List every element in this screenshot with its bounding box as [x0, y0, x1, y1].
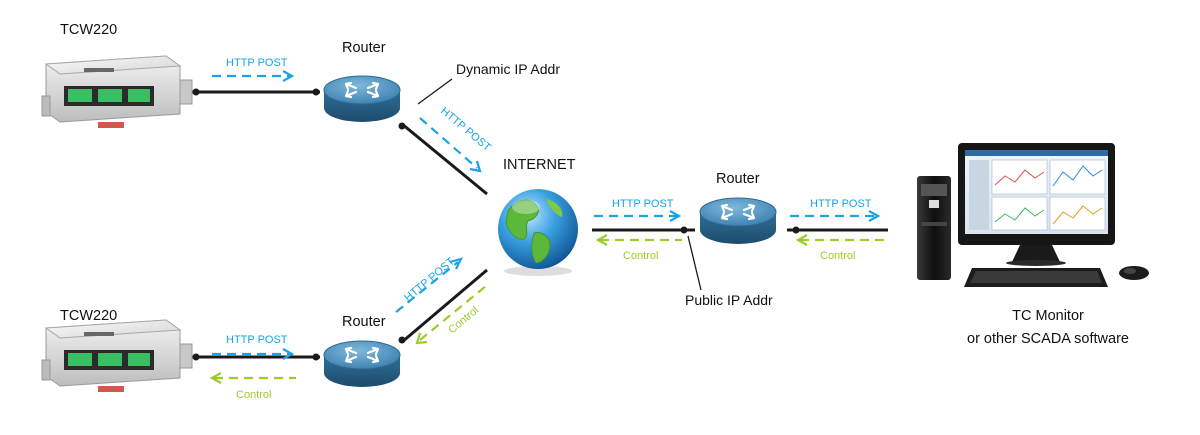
arrowhead [669, 210, 682, 222]
router-arrows-icon [344, 346, 380, 364]
device-label-bottom: TCW220 [60, 308, 117, 324]
arrowhead [282, 348, 295, 360]
http-post-label: HTTP POST [226, 334, 288, 346]
router-right [699, 197, 777, 244]
link-dot [192, 88, 200, 96]
network-links [190, 90, 888, 359]
http-arrow-bottom-diagonal [395, 261, 459, 313]
dynamic-ip-leader [417, 78, 453, 105]
control-label: Control [623, 250, 658, 262]
control-arrowheads [209, 234, 808, 384]
control-arrows [214, 238, 884, 380]
router-label-right: Router [716, 171, 760, 187]
arrowhead [282, 70, 295, 82]
internet-label: INTERNET [503, 157, 576, 173]
http-post-arrows [212, 74, 876, 356]
link-dot [398, 336, 406, 344]
tcw220-device-top [41, 55, 193, 128]
pc-tower [917, 176, 951, 280]
http-post-label: HTTP POST [612, 198, 674, 210]
link-internet-bottom-router [401, 268, 488, 344]
arrowhead [795, 234, 808, 246]
http-post-label: HTTP POST [402, 255, 457, 304]
http-arrow-top-diagonal [419, 117, 478, 169]
http-post-label: HTTP POST [438, 105, 493, 154]
router-arrows-icon [344, 81, 380, 99]
dynamic-ip-label: Dynamic IP Addr [456, 61, 560, 77]
control-label: Control [236, 389, 271, 401]
link-endpoints [192, 88, 800, 361]
internet-globe-icon [498, 189, 578, 276]
link-dot [680, 226, 688, 234]
tcw220-device-bottom [41, 319, 193, 392]
router-label-bottom: Router [342, 314, 386, 330]
http-post-label: HTTP POST [810, 198, 872, 210]
mouse-icon [1119, 266, 1149, 280]
arrowhead [449, 257, 464, 270]
control-label: Control [446, 304, 481, 336]
public-ip-leader [687, 235, 702, 291]
pc-label-line1: TC Monitor [1012, 308, 1084, 324]
router-arrows-icon [720, 203, 756, 221]
link-dot [398, 122, 406, 130]
router-bottom [323, 340, 401, 387]
router-top [323, 75, 401, 122]
pc-workstation [917, 143, 1149, 287]
device-label-top: TCW220 [60, 22, 117, 38]
keyboard-icon [964, 268, 1108, 287]
link-dot [192, 353, 200, 361]
pc-label-line2: or other SCADA software [967, 331, 1129, 347]
arrowhead [868, 210, 881, 222]
arrowhead [469, 160, 482, 173]
arrowhead [209, 372, 222, 384]
control-label: Control [820, 250, 855, 262]
arrowhead [415, 332, 428, 345]
http-arrowheads [282, 70, 881, 360]
router-label-top: Router [342, 40, 386, 56]
arrowhead [595, 234, 608, 246]
link-top-router-internet [401, 122, 488, 196]
link-dot [312, 353, 320, 361]
public-ip-label: Public IP Addr [685, 292, 773, 308]
http-post-label: HTTP POST [226, 57, 288, 69]
link-dot [792, 226, 800, 234]
link-dot [312, 88, 320, 96]
pc-monitor [958, 143, 1115, 266]
